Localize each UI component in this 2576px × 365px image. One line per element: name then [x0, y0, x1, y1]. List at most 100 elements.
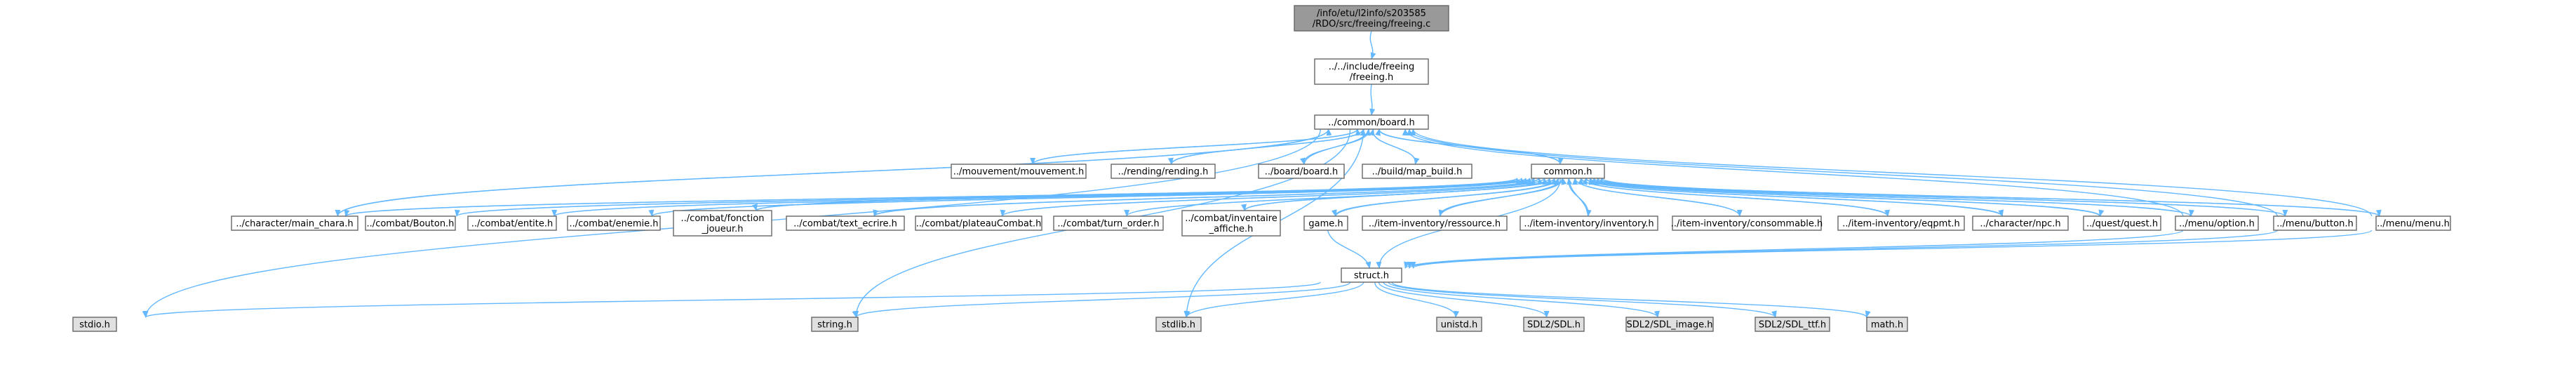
node-label-enemie: ../combat/enemie.h [570, 219, 659, 230]
node-box-main_chara [231, 215, 358, 231]
node-unistd: unistd.h [1436, 317, 1482, 332]
node-label-root: /info/etu/l2info/s203585 [1317, 8, 1426, 19]
edge-game-to-common [1335, 178, 1560, 217]
node-label-inventaire: _affiche.h [1209, 224, 1254, 234]
node-box-unistd [1436, 317, 1482, 332]
node-box-menu [2375, 215, 2451, 231]
node-label-fonction_joueur: _joueur.h [701, 224, 743, 234]
edge-quest-to-common [1588, 178, 2101, 217]
node-label-entite: ../combat/entite.h [471, 219, 554, 230]
node-game[interactable]: game.h [1303, 215, 1348, 231]
node-stdio: stdio.h [72, 317, 117, 332]
edge-fonction_joueur-to-common [756, 178, 1535, 211]
edge-option-to-board_common [1402, 128, 2184, 217]
edge-bouton-to-common [456, 178, 1525, 217]
node-plateau[interactable]: ../combat/plateauCombat.h [915, 215, 1042, 231]
node-entite[interactable]: ../combat/entite.h [467, 215, 557, 231]
edge-eqpmt-to-common [1578, 178, 1889, 217]
node-label-map_build: ../build/map_build.h [1372, 167, 1463, 178]
node-label-freeing_h: ../../include/freeing [1329, 62, 1415, 72]
node-sdl_image: SDL2/SDL_image.h [1625, 317, 1714, 332]
edge-root-to-freeing_h [1369, 30, 1376, 60]
node-string: string.h [811, 317, 859, 332]
node-struct[interactable]: struct.h [1341, 267, 1402, 283]
node-menu[interactable]: ../menu/menu.h [2375, 215, 2451, 231]
node-label-eqpmt: ../item-inventory/eqpmt.h [1842, 219, 1960, 230]
node-common[interactable]: common.h [1531, 164, 1605, 179]
node-rending[interactable]: ../rending/rending.h [1111, 164, 1216, 179]
node-box-math [1866, 317, 1908, 332]
node-ressource[interactable]: ../item-inventory/ressource.h [1362, 215, 1508, 231]
node-label-inventaire: ../combat/inventaire [1185, 213, 1277, 224]
node-label-inventory: ../item-inventory/inventory.h [1524, 219, 1653, 230]
node-quest[interactable]: ../quest/quest.h [2083, 215, 2161, 231]
node-label-main_chara: ../character/main_chara.h [236, 219, 353, 230]
node-root[interactable]: /info/etu/l2info/s203585/RDO/src/freeing… [1294, 5, 1449, 32]
node-mouvement[interactable]: ../mouvement/mouvement.h [951, 164, 1087, 179]
node-bouton[interactable]: ../combat/Bouton.h [365, 215, 456, 231]
node-inventaire[interactable]: ../combat/inventaire_affiche.h [1181, 210, 1281, 237]
node-board_board[interactable]: ../board/board.h [1258, 164, 1345, 179]
node-consommable[interactable]: ../item-inventory/consommable.h [1671, 215, 1823, 231]
node-label-sdl_image: SDL2/SDL_image.h [1626, 320, 1712, 331]
node-inventory[interactable]: ../item-inventory/inventory.h [1520, 215, 1658, 231]
node-box-sdl_image [1625, 317, 1714, 332]
node-button[interactable]: ../menu/button.h [2273, 215, 2357, 231]
node-box-text_ecrire [786, 215, 905, 231]
node-box-ressource [1362, 215, 1508, 231]
node-box-freeing_h [1314, 58, 1429, 85]
edge-struct-to-stdlib [1185, 281, 1364, 318]
edge-common-to-board_common [1375, 128, 1561, 165]
edge-struct-to-string [852, 281, 1351, 318]
node-box-common [1531, 164, 1605, 179]
edge-main_chara-to-board_common [337, 128, 1332, 217]
node-layer: /info/etu/l2info/s203585/RDO/src/freeing… [72, 5, 2451, 332]
edge-menu-to-struct [1410, 230, 2373, 269]
node-box-stdio [72, 317, 117, 332]
edge-menu-to-board_common [1410, 128, 2373, 217]
node-fonction_joueur[interactable]: ../combat/fonction_joueur.h [673, 210, 772, 237]
edge-enemie-to-common [651, 178, 1532, 217]
node-box-rending [1111, 164, 1216, 179]
edge-option-to-struct [1404, 230, 2184, 269]
node-box-inventory [1520, 215, 1658, 231]
node-label-math: math.h [1871, 320, 1903, 331]
node-box-eqpmt [1837, 215, 1965, 231]
edge-freeing_h-to-board_common [1369, 84, 1376, 116]
node-freeing_h[interactable]: ../../include/freeing/freeing.h [1314, 58, 1429, 85]
node-eqpmt[interactable]: ../item-inventory/eqpmt.h [1837, 215, 1965, 231]
node-label-npc: ../character/npc.h [1980, 219, 2060, 230]
edge-struct-to-math [1391, 281, 1871, 318]
node-label-button: ../menu/button.h [2276, 219, 2353, 230]
node-text_ecrire[interactable]: ../combat/text_ecrire.h [786, 215, 905, 231]
node-box-string [811, 317, 859, 332]
node-enemie[interactable]: ../combat/enemie.h [567, 215, 661, 231]
node-sdl: SDL2/SDL.h [1523, 317, 1585, 332]
edge-menu-to-common [1598, 178, 2380, 217]
node-box-mouvement [951, 164, 1087, 179]
node-box-game [1303, 215, 1348, 231]
node-box-root [1294, 5, 1449, 32]
node-stdlib: stdlib.h [1155, 317, 1202, 332]
node-box-quest [2083, 215, 2161, 231]
edge-option-to-common [1592, 178, 2192, 217]
node-option[interactable]: ../menu/option.h [2175, 215, 2259, 231]
node-turn_order[interactable]: ../combat/turn_order.h [1053, 215, 1164, 231]
node-label-text_ecrire: ../combat/text_ecrire.h [793, 219, 897, 230]
node-main_chara[interactable]: ../character/main_chara.h [231, 215, 358, 231]
node-board_common[interactable]: ../common/board.h [1314, 114, 1429, 130]
edge-ressource-to-common [1439, 178, 1567, 217]
edge-inventory-to-common [1567, 178, 1589, 217]
node-label-fonction_joueur: ../combat/fonction [681, 213, 765, 224]
edge-button-to-common [1595, 178, 2286, 217]
node-npc[interactable]: ../character/npc.h [1972, 215, 2069, 231]
edge-mouvement-to-board_common [1032, 128, 1361, 165]
node-box-stdlib [1155, 317, 1202, 332]
edge-text_ecrire-to-common [873, 178, 1543, 217]
edge-struct-to-unistd [1374, 281, 1460, 318]
node-box-sdl [1523, 317, 1585, 332]
node-box-enemie [567, 215, 661, 231]
node-box-board_board [1258, 164, 1345, 179]
node-map_build[interactable]: ../build/map_build.h [1362, 164, 1473, 179]
node-label-stdio: stdio.h [79, 320, 110, 331]
